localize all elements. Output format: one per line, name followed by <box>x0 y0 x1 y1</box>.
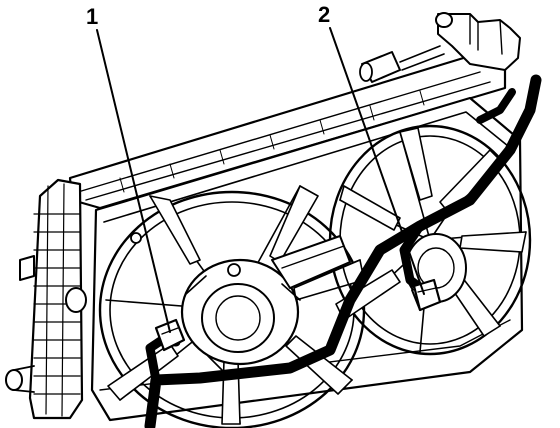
connector-2 <box>412 278 442 312</box>
callout-1-label: 1 <box>86 4 98 29</box>
callout-2-label: 2 <box>318 2 330 27</box>
callout-2-leader <box>329 27 425 295</box>
center-bracket <box>271 235 351 289</box>
left-cooling-fan <box>98 185 366 428</box>
radiator-side-tank <box>5 178 87 420</box>
callout-1-leader <box>96 29 171 333</box>
upper-hose-fitting <box>359 12 521 83</box>
